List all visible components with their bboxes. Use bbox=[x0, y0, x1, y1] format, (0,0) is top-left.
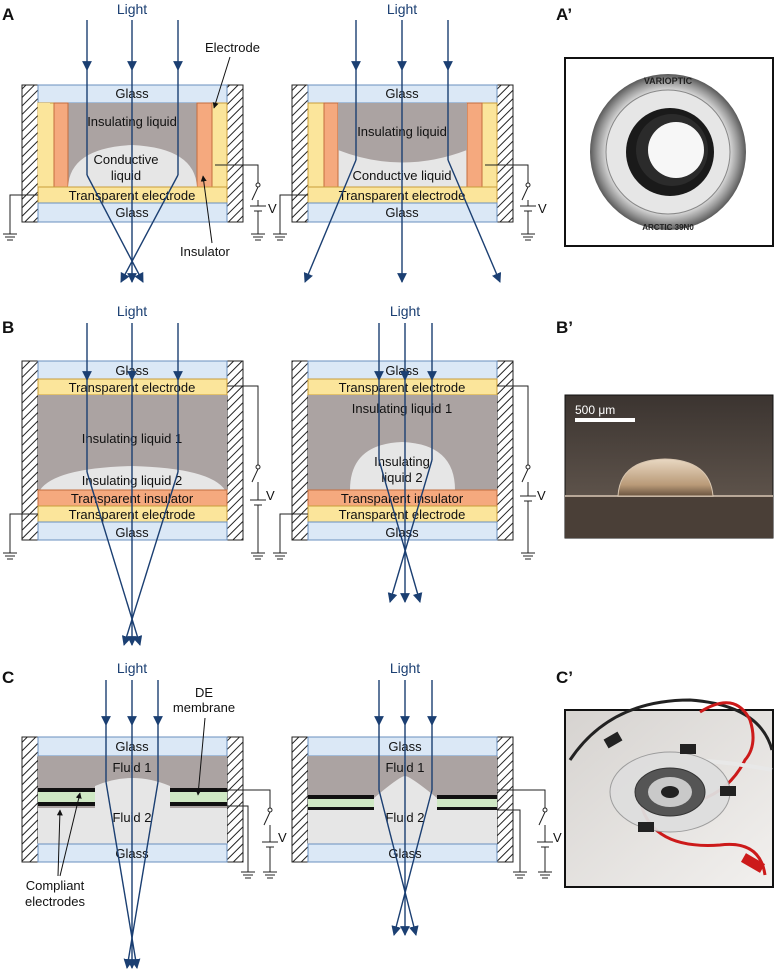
light-label-3: Light bbox=[117, 303, 147, 319]
light-label: Light bbox=[117, 1, 147, 17]
liquid-2-label: liquid 2 bbox=[381, 470, 422, 485]
de-label: DE bbox=[195, 685, 213, 700]
diagram-b-right: Glass Transparent electrode Insulating l… bbox=[273, 303, 546, 603]
ring-top-label: VARIOPTIC bbox=[644, 76, 693, 86]
voltage-label-4: V bbox=[537, 488, 546, 503]
wall-left bbox=[21, 84, 39, 223]
photo-c-prime bbox=[564, 698, 774, 888]
scale-label: 500 μm bbox=[575, 403, 615, 417]
electrode-label: Electrode bbox=[205, 40, 260, 55]
voltage-label-6: V bbox=[553, 830, 562, 845]
voltage-label-5: V bbox=[278, 830, 287, 845]
compliant-label: Compliant bbox=[26, 878, 85, 893]
diagram-b-left: Glass Transparent electrode Insulating l… bbox=[3, 303, 275, 646]
glass-label-6: Glass bbox=[385, 363, 419, 378]
wall-right bbox=[226, 84, 244, 223]
panel-label-c-prime: C’ bbox=[556, 668, 573, 687]
membrane-label: membrane bbox=[173, 700, 235, 715]
light-label-4: Light bbox=[390, 303, 420, 319]
light-label-6: Light bbox=[390, 660, 420, 676]
panel-label-a: A bbox=[2, 5, 14, 24]
diagram-c-left: Glass Fluid 1 Fluid 2 Glass DE membrane … bbox=[21, 660, 287, 969]
voltage-label-2: V bbox=[538, 201, 547, 216]
photo-b-prime: 500 μm bbox=[564, 394, 774, 539]
panel-label-a-prime: A’ bbox=[556, 5, 572, 24]
glass-label-7: Glass bbox=[385, 525, 419, 540]
conductive-label: Conductive bbox=[93, 152, 158, 167]
transparent-electrode-label-5: Transparent electrode bbox=[339, 380, 466, 395]
panel-label-c: C bbox=[2, 668, 14, 687]
diagram-c-right: Glass Fluid 1 Fluid 2 Glass V Light bbox=[291, 660, 562, 936]
diagram-a-left: Glass Insulating liquid Conductive liqui… bbox=[3, 1, 277, 283]
voltage-label-3: V bbox=[266, 488, 275, 503]
droplet bbox=[617, 458, 714, 497]
electrodes-label: electrodes bbox=[25, 894, 85, 909]
light-label-5: Light bbox=[117, 660, 147, 676]
conductive-label-2: liquid bbox=[111, 168, 141, 183]
insulating-label: Insulating bbox=[374, 454, 430, 469]
ring-bottom-label: ARCTIC 39N0 bbox=[642, 223, 694, 232]
transparent-insulator-label-2: Transparent insulator bbox=[341, 491, 464, 506]
panel-label-b-prime: B’ bbox=[556, 318, 573, 337]
light-label-2: Light bbox=[387, 1, 417, 17]
insulating-liquid-1-label-2: Insulating liquid 1 bbox=[352, 401, 452, 416]
voltage-label: V bbox=[268, 201, 277, 216]
diagram-a-right: Glass Insulating liquid Conductive liqui… bbox=[273, 1, 547, 283]
photo-a-prime: VARIOPTIC ARCTIC 39N0 bbox=[564, 57, 774, 247]
transparent-electrode-label-6: Transparent electrode bbox=[339, 507, 466, 522]
panel-label-b: B bbox=[2, 318, 14, 337]
insulator-label: Insulator bbox=[180, 244, 231, 259]
